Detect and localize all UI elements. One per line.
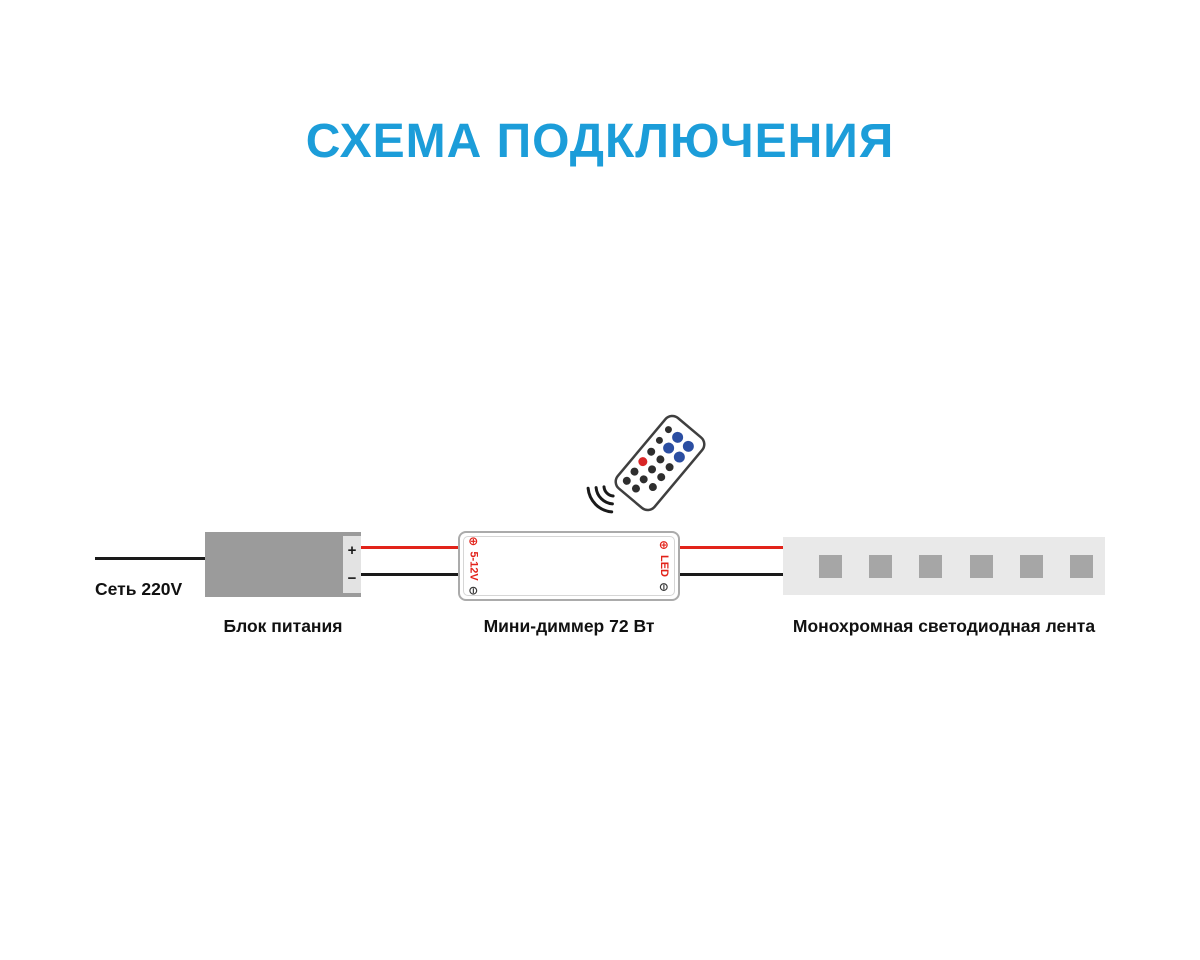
dimmer-input-terminal: ⊕ 5-12V ⊖ — [465, 533, 483, 599]
mini-dimmer: ⊕ 5-12V ⊖ ⊕ LED ⊖ — [458, 531, 680, 601]
page-title: СХЕМА ПОДКЛЮЧЕНИЯ — [305, 115, 895, 168]
plus-circle-icon: ⊕ — [657, 539, 671, 550]
mains-label: Сеть 220V — [95, 579, 183, 599]
minus-circle-icon: ⊖ — [467, 585, 482, 596]
terminal-minus-label: − — [347, 570, 357, 588]
dimmer-output-led-label: LED — [658, 555, 671, 577]
led-chip — [969, 554, 993, 578]
power-supply: + − — [205, 532, 361, 597]
terminal-plus-label: + — [347, 541, 357, 559]
remote-buttons — [622, 426, 694, 493]
plus-circle-icon: ⊕ — [467, 536, 482, 547]
dimmer-input-voltage-label: 5-12V — [468, 551, 481, 581]
dimmer-input-marking: ⊕ 5-12V ⊖ — [467, 536, 482, 596]
led-chip — [1019, 554, 1043, 578]
led-chip — [919, 554, 943, 578]
dimmer-to-strip-wire-minus — [678, 573, 790, 576]
led-strip — [783, 537, 1105, 595]
dimmer-output-marking: ⊕ LED ⊖ — [657, 539, 671, 593]
power-supply-terminal-block: + − — [343, 536, 361, 593]
led-strip-label: Монохромная светодиодная лента — [792, 616, 1096, 636]
led-chip — [819, 554, 842, 578]
ir-remote-control — [586, 414, 706, 514]
minus-circle-icon: ⊖ — [657, 582, 671, 593]
mains-wire — [95, 557, 206, 560]
psu-to-dimmer-wire-minus — [359, 573, 460, 576]
remote-control-body — [614, 414, 706, 512]
dimmer-label: Мини-диммер 72 Вт — [483, 616, 655, 636]
psu-to-dimmer-wire-plus — [359, 546, 460, 549]
led-chip — [1069, 554, 1093, 578]
power-supply-label: Блок питания — [223, 616, 343, 636]
dimmer-output-terminal: ⊕ LED ⊖ — [655, 533, 673, 599]
signal-waves-icon — [586, 485, 615, 514]
dimmer-to-strip-wire-plus — [678, 546, 790, 549]
led-chip — [869, 554, 893, 578]
dimmer-inner-outline — [463, 536, 675, 596]
